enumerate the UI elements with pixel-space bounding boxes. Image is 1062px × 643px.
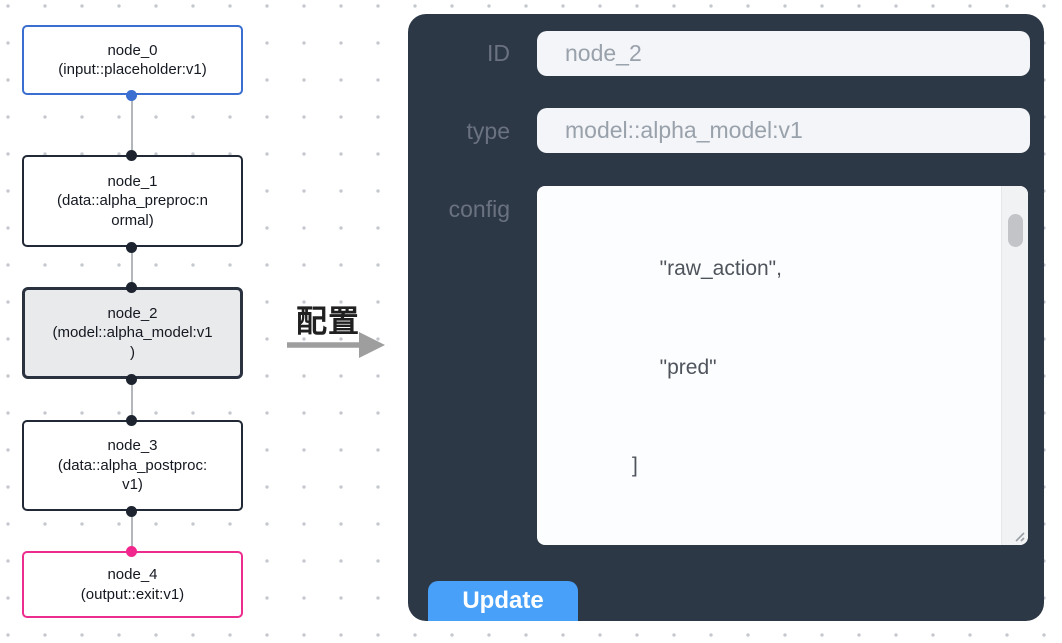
config-json-text: "raw_action", "pred" ] }, "trace": { "sc… [549,257,782,477]
port-node_2-in[interactable] [126,282,137,293]
node-label-line: node_2 [107,304,158,322]
edge-node_2-node_3 [131,379,133,420]
update-button[interactable]: Update [428,581,578,621]
port-node_1-out[interactable] [126,242,137,253]
node-label-line: (data::alpha_postproc: [57,456,208,474]
port-node_3-out[interactable] [126,506,137,517]
id-field-label: ID [487,40,510,66]
transition-label: 配置 [296,304,360,339]
node-label-line: (data::alpha_preproc:n [57,192,208,210]
flow-node-node_1[interactable]: node_1 (data::alpha_preproc:n ormal) [22,155,243,247]
node-label-line: node_4 [107,566,158,583]
port-node_3-in[interactable] [126,415,137,426]
port-node_0-out[interactable] [126,90,137,101]
node-label-line: node_1 [107,172,158,190]
node-label-line: (output::exit:v1) [80,585,185,603]
type-field-label: type [466,118,510,144]
node-label-line: node_0 [107,41,158,59]
config-scrollbar-track[interactable] [1001,186,1028,545]
config-editor[interactable]: "raw_action", "pred" ] }, "trace": { "sc… [537,186,1028,545]
node-label-line: node_3 [107,437,158,455]
port-node_2-out[interactable] [126,374,137,385]
textarea-resize-handle-icon[interactable] [1010,527,1026,543]
id-input[interactable] [537,31,1030,76]
config-field-label: config [448,196,510,222]
config-scrollbar-thumb[interactable] [1008,214,1023,247]
flow-node-node_4[interactable]: node_4 (output::exit:v1) [22,551,243,618]
port-node_1-in[interactable] [126,150,137,161]
node-config-panel: ID type config "raw_action", "pred" ] },… [408,14,1044,621]
node-label-line: ) [130,343,135,361]
flow-node-node_0[interactable]: node_0 (input::placeholder:v1) [22,25,243,95]
edge-node_3-node_4 [131,511,133,551]
type-input[interactable] [537,108,1030,153]
node-label-line: v1) [122,476,143,494]
flow-node-node_3[interactable]: node_3 (data::alpha_postproc: v1) [22,420,243,511]
flow-node-node_2-selected[interactable]: node_2 (model::alpha_model:v1 ) [22,287,243,379]
node-label-line: ormal) [111,211,154,229]
right-arrow-icon [287,332,385,358]
edge-node_1-node_2 [131,247,133,287]
edge-node_0-node_1 [131,95,133,155]
node-label-line: (input::placeholder:v1) [58,61,207,78]
node-label-line: (model::alpha_model:v1 [52,324,213,342]
port-node_4-in[interactable] [126,546,137,557]
